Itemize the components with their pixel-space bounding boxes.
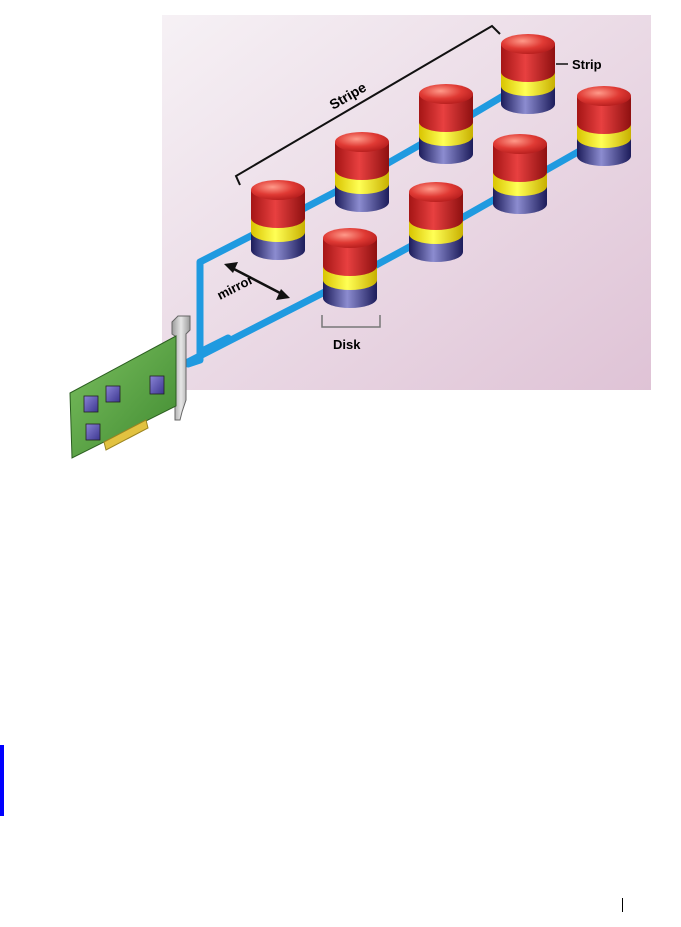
- disk-bottom-2: [409, 182, 463, 262]
- disk-top-3: [419, 84, 473, 164]
- margin-change-bar: [0, 745, 4, 816]
- disk-label: Disk: [333, 337, 361, 352]
- disk-bottom-3: [493, 134, 547, 214]
- chip-3: [86, 424, 100, 440]
- disk-bottom-4: [577, 86, 631, 166]
- disk-top-4: [501, 34, 555, 114]
- strip-label: Strip: [572, 57, 602, 72]
- disk-top-1: [251, 180, 305, 260]
- disk-bottom-1: [323, 228, 377, 308]
- page-footer-rule: [622, 898, 623, 912]
- disk-top-2: [335, 132, 389, 212]
- chip-4: [150, 376, 164, 394]
- chip-1: [84, 396, 98, 412]
- chip-2: [106, 386, 120, 402]
